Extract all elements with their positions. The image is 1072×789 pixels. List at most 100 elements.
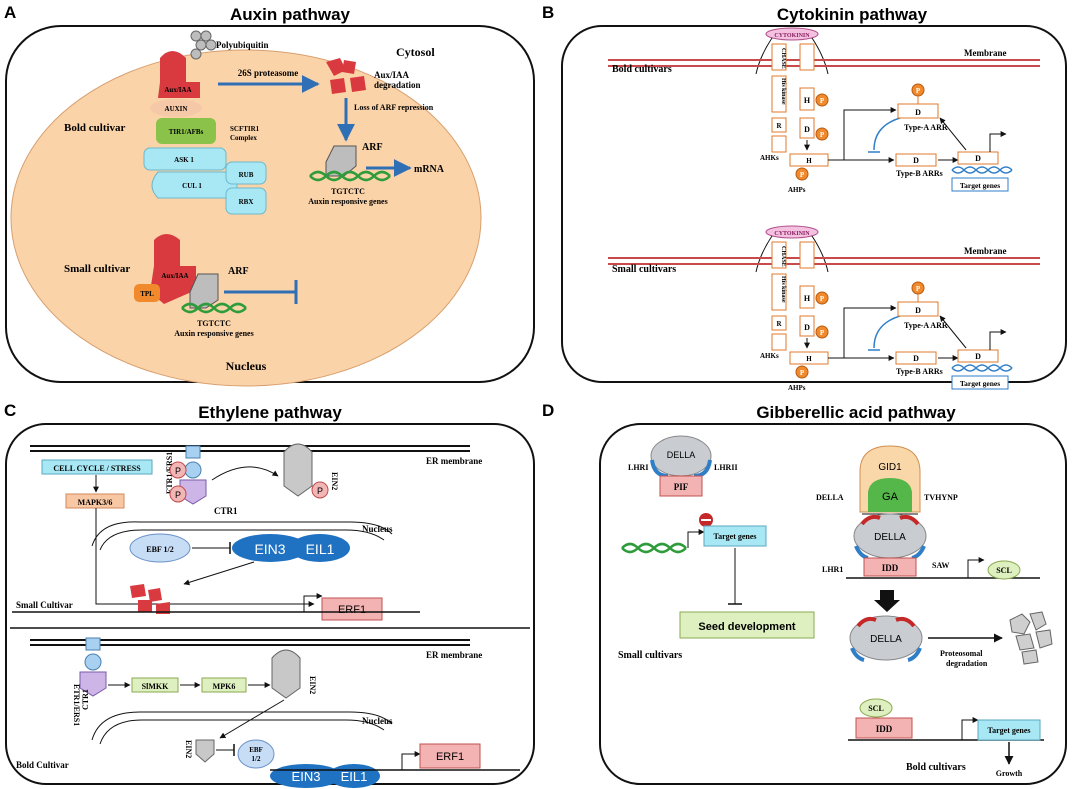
ahks-label: AHKs xyxy=(760,154,779,162)
ahks-label: AHKs xyxy=(760,352,779,360)
type-a-d-label: D xyxy=(915,108,921,117)
scl-shape-1 xyxy=(987,560,1021,580)
panel-b: B Cytokinin pathway CYTOKININMembraneCHA… xyxy=(542,3,1067,392)
target-genes-label: Target genes xyxy=(960,181,1000,190)
target-gene-arrow-d1 xyxy=(687,529,705,548)
degradation-label-2: degradation xyxy=(374,80,421,90)
type-b-d-label: D xyxy=(913,156,919,165)
erf1-gene-arrow-top xyxy=(303,593,323,612)
scf-label-1: SCFTIR1 xyxy=(230,125,260,133)
panel-d-frame xyxy=(599,423,1067,785)
ein2-label-bot: EIN2 xyxy=(308,676,317,694)
eil1-label-top: EIL1 xyxy=(306,541,335,557)
mpk6-label: MPK6 xyxy=(213,682,236,691)
small-cultivar-c-label: Small Cultivar xyxy=(16,600,73,610)
ebf-shape-top xyxy=(129,533,191,563)
dna-helix-b xyxy=(951,166,1013,174)
r-domain xyxy=(771,315,787,331)
proteo-label-2: degradation xyxy=(946,659,988,668)
mapk-to-erf-line xyxy=(95,508,315,607)
h-domain xyxy=(799,285,815,309)
phospho-label: P xyxy=(916,285,921,293)
panel-b-frame xyxy=(561,25,1067,383)
etr1-receptor-top xyxy=(185,445,201,459)
target-d-label: D xyxy=(975,154,981,163)
ahps-label: AHPs xyxy=(788,186,806,194)
his-kinase-label: His kinase xyxy=(780,78,786,105)
lhri-label: LHRI xyxy=(628,463,648,472)
r-domain xyxy=(771,117,787,133)
ein2-label-top: EIN2 xyxy=(330,472,339,490)
tir1-shape xyxy=(156,118,216,144)
receptor-right-top xyxy=(799,241,815,269)
cytosol-label: Cytosol xyxy=(396,45,435,59)
phospho-badge xyxy=(815,93,829,107)
nucleus-label-bot: Nucleus xyxy=(362,716,393,726)
panel-b-title: Cytokinin pathway xyxy=(777,5,928,24)
ebf-label-top: EBF 1/2 xyxy=(146,545,173,554)
scl-shape-2 xyxy=(859,698,893,718)
erf1-box-bot xyxy=(419,743,481,769)
ctr1-label-bot: CTR1 xyxy=(81,689,90,710)
aux-resp2-label: Auxin responsive genes xyxy=(174,329,253,338)
auxin-label: AUXIN xyxy=(165,105,188,113)
cell-cycle-label: CELL CYCLE / STRESS xyxy=(53,464,141,473)
mapk-label: MAPK3/6 xyxy=(78,498,113,507)
target-gene-arrow-b xyxy=(989,131,1007,152)
target-d-label: D xyxy=(975,352,981,361)
h-label: H xyxy=(804,96,811,105)
cytokinin-arc-left xyxy=(755,37,773,75)
erf1-box-top xyxy=(321,597,383,621)
saw-label: SAW xyxy=(932,561,949,570)
erf1-label-bot: ERF1 xyxy=(436,751,464,763)
loss-arf-label: Loss of ARF repression xyxy=(354,103,434,112)
arf-shape xyxy=(325,145,357,177)
d-domain-right xyxy=(799,117,815,139)
slmkk-box xyxy=(131,677,179,693)
ahp-h-label: H xyxy=(806,157,812,165)
rub-label: RUB xyxy=(239,171,254,179)
nucleus-label: Nucleus xyxy=(226,359,267,373)
ga-label: GA xyxy=(882,491,899,503)
type-a-d-label: D xyxy=(915,306,921,315)
type-a-label: Type-A ARR xyxy=(904,123,948,132)
degraded-aux-iaa-icon xyxy=(326,58,366,94)
etr1-ball-bot xyxy=(84,653,102,671)
growth-label: Growth xyxy=(996,769,1023,778)
ebf-shape-bot xyxy=(237,739,275,769)
type-b-label: Type-B ARRs xyxy=(896,169,943,178)
phospho-badge xyxy=(815,291,829,305)
bold-cultivars-d-label: Bold cultivars xyxy=(906,762,966,773)
rbx-shape xyxy=(225,187,267,215)
phospho-label: P xyxy=(800,171,805,179)
d-domain-left xyxy=(771,135,787,153)
cytokinin-arc-right xyxy=(811,235,829,273)
target-genes-label: Target genes xyxy=(960,379,1000,388)
arf2-shape xyxy=(189,273,219,309)
d-domain-left xyxy=(771,333,787,351)
tvhynp-label: TVHYNP xyxy=(924,493,958,502)
typea-inhibit-curve xyxy=(873,315,901,349)
ctr1-shape-bot xyxy=(79,671,107,697)
p-label-1: P xyxy=(175,466,181,476)
cytokinin-label: CYTOKININ xyxy=(774,33,810,39)
cytokinin-oval xyxy=(765,225,819,239)
phospho-badge xyxy=(815,127,829,141)
scl-label-2: SCL xyxy=(868,704,884,713)
membrane-label: Membrane xyxy=(964,48,1007,58)
panel-c: C Ethylene pathway ER membrane CELL CYCL… xyxy=(4,401,535,788)
chase-label: CHASE xyxy=(780,48,786,69)
bold-cultivars-label: Bold cultivars xyxy=(612,64,672,75)
phospho-badge xyxy=(795,365,809,379)
phospho-label: P xyxy=(820,97,825,105)
rbx-label: RBX xyxy=(239,198,254,206)
gid1-label: GID1 xyxy=(878,462,902,473)
ebf-label-bot-a: EBF xyxy=(249,746,263,754)
chase-domain xyxy=(771,43,787,71)
della3-blue-domain xyxy=(850,647,922,662)
etr1-ball-top xyxy=(184,461,202,479)
r-label: R xyxy=(776,122,782,130)
h-label: H xyxy=(804,294,811,303)
mrna-label: mRNA xyxy=(414,164,445,175)
